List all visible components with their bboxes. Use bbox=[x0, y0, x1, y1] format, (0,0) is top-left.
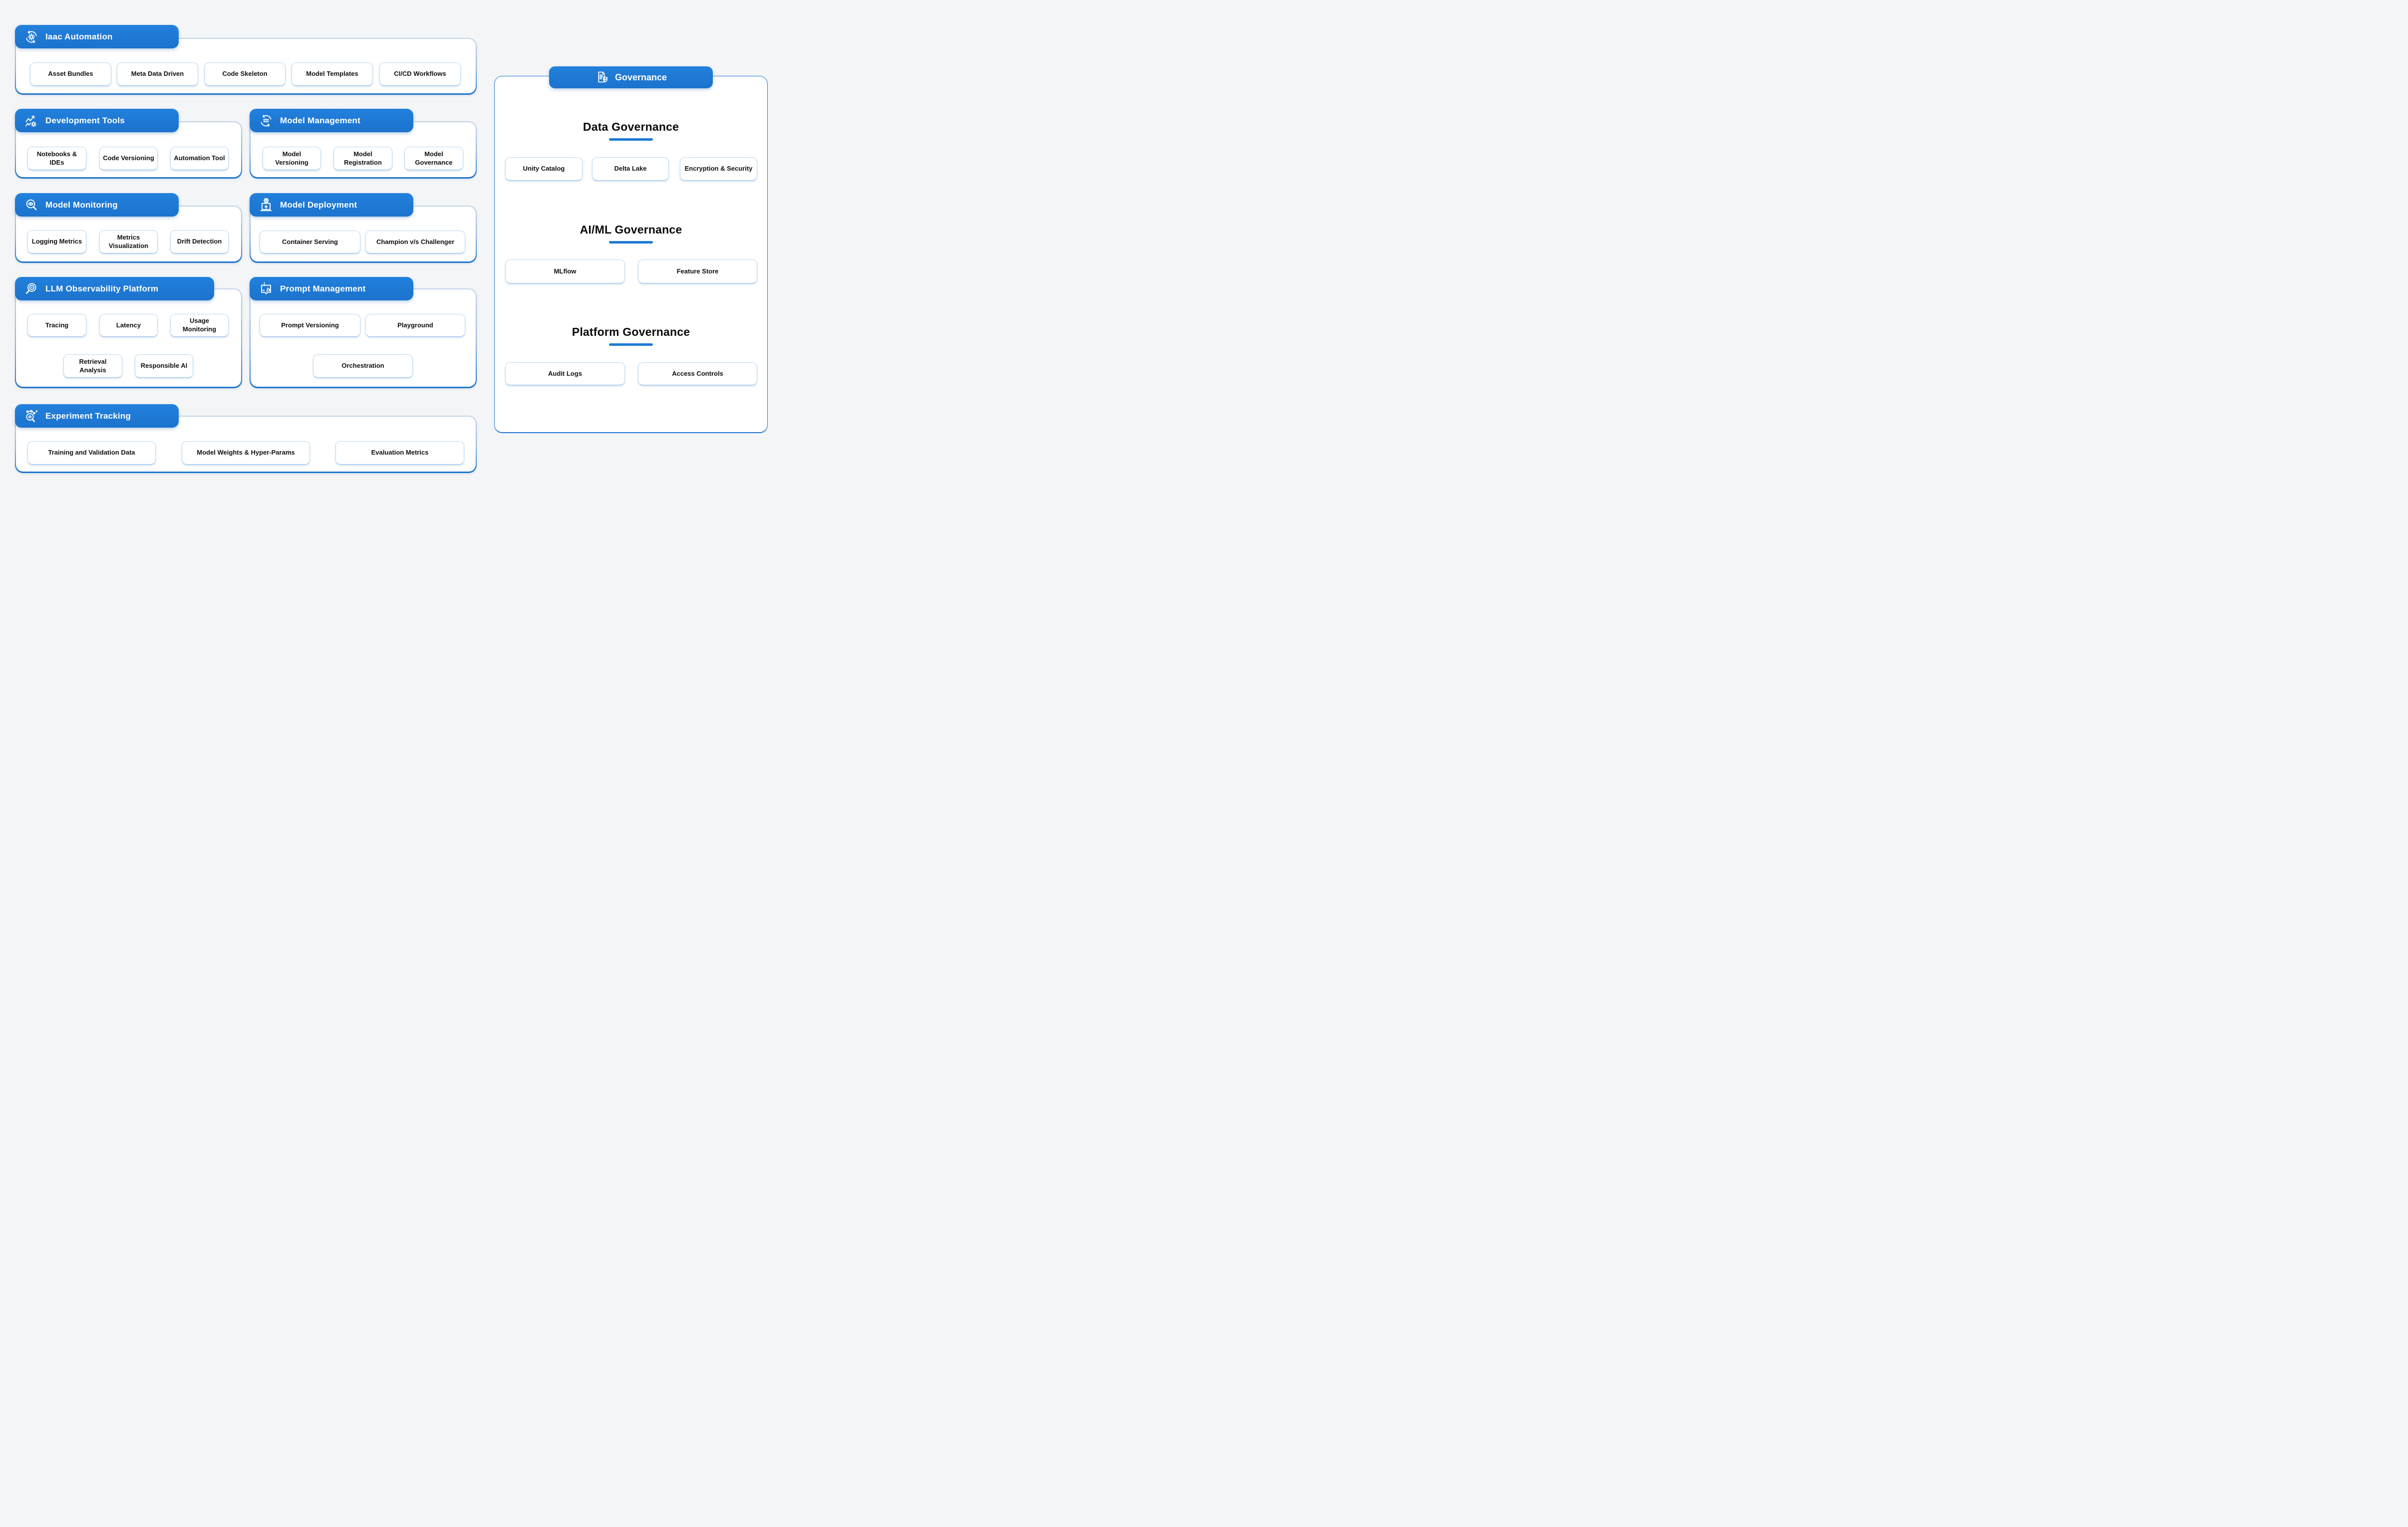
section-header-pill: Iaac Automation bbox=[15, 25, 179, 48]
title-underline bbox=[609, 241, 653, 244]
box-orchestration: Orchestration bbox=[313, 354, 413, 378]
box-feature-store: Feature Store bbox=[638, 259, 757, 283]
title-underline bbox=[609, 138, 653, 141]
section-title: Iaac Automation bbox=[45, 31, 113, 41]
box-audit-logs: Audit Logs bbox=[505, 362, 625, 385]
box-playground: Playground bbox=[365, 314, 465, 337]
section-header-pill: Development Tools bbox=[15, 109, 179, 132]
section-container bbox=[15, 288, 242, 388]
section-experiment-tracking: Experiment Tracking Training and Validat… bbox=[15, 404, 477, 474]
section-model-deployment: Model Deployment Container Serving Champ… bbox=[250, 193, 477, 263]
growth-chart-gear-icon bbox=[24, 113, 39, 128]
box-encryption-security: Encryption & Security bbox=[680, 157, 757, 181]
section-title: Experiment Tracking bbox=[45, 411, 131, 421]
section-container bbox=[250, 288, 477, 388]
governance-title: Governance bbox=[614, 72, 667, 82]
box-usage-monitoring: Usage Monitoring bbox=[170, 314, 229, 337]
section-header-pill: Model Deployment bbox=[250, 193, 413, 217]
eye-magnifier-icon bbox=[24, 198, 39, 213]
box-logging-metrics: Logging Metrics bbox=[27, 230, 86, 254]
section-title: Development Tools bbox=[45, 115, 125, 125]
box-automation-tool: Automation Tool bbox=[170, 147, 229, 170]
box-model-registration: Model Registration bbox=[333, 147, 392, 170]
section-model-management: Model Management Model Versioning Model … bbox=[250, 109, 477, 179]
section-title: Model Monitoring bbox=[45, 200, 118, 210]
box-latency: Latency bbox=[99, 314, 158, 337]
title-underline bbox=[609, 343, 653, 346]
box-drift-detection: Drift Detection bbox=[170, 230, 229, 254]
box-model-versioning: Model Versioning bbox=[263, 147, 321, 170]
section-prompt-management: Prompt Management Prompt Versioning Play… bbox=[250, 277, 477, 388]
box-cicd-workflows: CI/CD Workflows bbox=[379, 62, 461, 86]
group-data-governance: Data Governance bbox=[494, 120, 768, 141]
group-platform-governance: Platform Governance bbox=[494, 325, 768, 346]
section-llm-observability: LLM Observability Platform Tracing Laten… bbox=[15, 277, 242, 388]
group-title: Data Governance bbox=[583, 120, 679, 133]
box-code-skeleton: Code Skeleton bbox=[204, 62, 286, 86]
box-unity-catalog: Unity Catalog bbox=[505, 157, 583, 181]
section-model-monitoring: Model Monitoring Logging Metrics Metrics… bbox=[15, 193, 242, 263]
section-header-pill: Model Management bbox=[250, 109, 413, 132]
document-shield-icon bbox=[595, 70, 609, 84]
gear-sync-icon bbox=[24, 29, 39, 44]
box-prompt-versioning: Prompt Versioning bbox=[260, 314, 360, 337]
section-header-pill: LLM Observability Platform bbox=[15, 277, 214, 300]
target-magnifier-icon bbox=[24, 281, 39, 296]
section-development-tools: Development Tools Notebooks & IDEs Code … bbox=[15, 109, 242, 179]
section-governance: Governance Data Governance Unity Catalog… bbox=[494, 66, 768, 433]
box-model-templates: Model Templates bbox=[292, 62, 373, 86]
section-header-pill: Experiment Tracking bbox=[15, 404, 179, 428]
box-notebooks-ides: Notebooks & IDEs bbox=[27, 147, 86, 170]
box-champion-challenger: Champion v/s Challenger bbox=[365, 231, 465, 254]
section-header-pill: Prompt Management bbox=[250, 277, 413, 300]
box-access-controls: Access Controls bbox=[638, 362, 757, 385]
group-title: AI/ML Governance bbox=[580, 223, 682, 236]
molecule-magnifier-icon bbox=[24, 409, 39, 424]
group-aiml-governance: AI/ML Governance bbox=[494, 223, 768, 244]
box-mlflow: MLflow bbox=[505, 259, 625, 283]
group-title: Platform Governance bbox=[572, 325, 690, 338]
box-meta-data-driven: Meta Data Driven bbox=[117, 62, 198, 86]
section-title: Model Management bbox=[280, 115, 360, 125]
team-sync-icon bbox=[259, 113, 274, 128]
section-title: Model Deployment bbox=[280, 200, 357, 210]
box-metrics-visualization: Metrics Visualization bbox=[99, 230, 158, 254]
section-title: Prompt Management bbox=[280, 283, 366, 293]
box-asset-bundles: Asset Bundles bbox=[30, 62, 111, 86]
governance-header-pill: Governance bbox=[549, 66, 713, 88]
section-iaac-automation: Iaac Automation Asset Bundles Meta Data … bbox=[15, 25, 477, 95]
box-container-serving: Container Serving bbox=[260, 231, 360, 254]
laptop-upload-globe-icon bbox=[259, 198, 274, 213]
box-code-versioning: Code Versioning bbox=[99, 147, 158, 170]
section-header-pill: Model Monitoring bbox=[15, 193, 179, 217]
box-training-validation-data: Training and Validation Data bbox=[27, 441, 156, 465]
prompt-code-bubble-icon bbox=[259, 281, 274, 296]
box-responsible-ai: Responsible AI bbox=[135, 354, 193, 378]
box-tracing: Tracing bbox=[27, 314, 86, 337]
box-evaluation-metrics: Evaluation Metrics bbox=[335, 441, 464, 465]
mlops-architecture-diagram: Iaac Automation Asset Bundles Meta Data … bbox=[0, 0, 783, 497]
section-title: LLM Observability Platform bbox=[45, 283, 159, 293]
box-model-weights-hyperparams: Model Weights & Hyper-Params bbox=[182, 441, 310, 465]
box-model-governance: Model Governance bbox=[404, 147, 463, 170]
box-retrieval-analysis: Retrieval Analysis bbox=[63, 354, 122, 378]
box-delta-lake: Delta Lake bbox=[592, 157, 669, 181]
